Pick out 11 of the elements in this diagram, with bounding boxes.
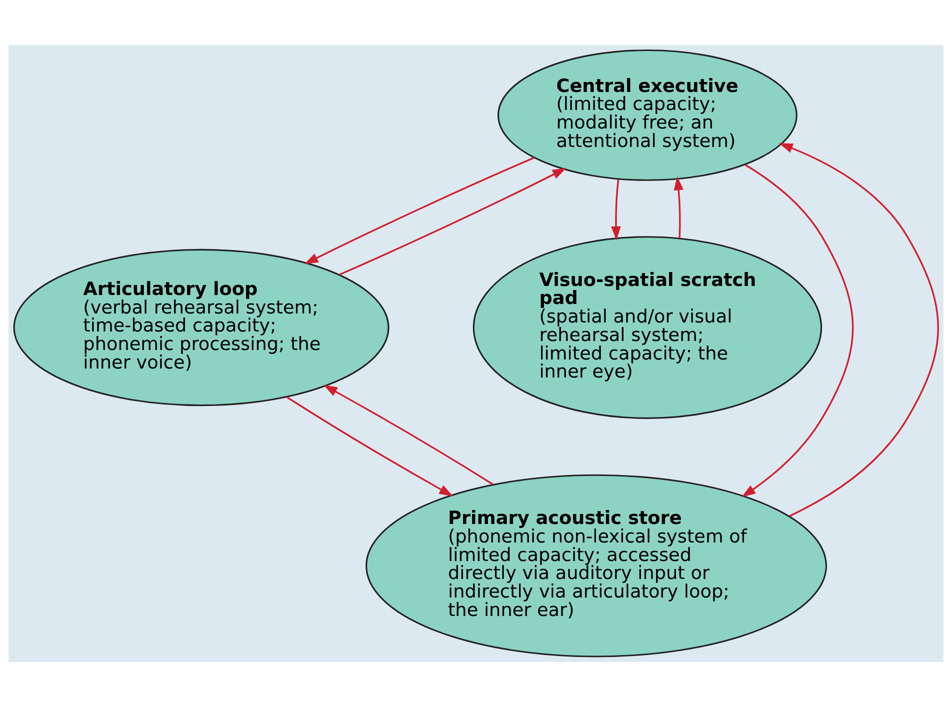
arrow [304, 156, 535, 264]
arrow [674, 176, 684, 238]
arrow [286, 396, 454, 496]
node-ellipse: Articulatory loop (verbal rehearsal system; time-based capacity; phonemic processing; the inner voice) [13, 248, 390, 406]
arrow [339, 168, 566, 276]
node-ellipse: Visuo-spatial scratch pad (spatial and/or visual rehearsal system; limited capacity; the inner eye) [472, 236, 822, 419]
arrow [323, 384, 494, 486]
arrow [742, 164, 854, 498]
arrow [778, 143, 939, 517]
arrow [611, 179, 621, 240]
node-ellipse: Primary acoustic store (phonemic non-lexical system of limited capacity; accessed directly via auditory input or indirectly via articulatory loop; the inner ear) [366, 474, 828, 658]
